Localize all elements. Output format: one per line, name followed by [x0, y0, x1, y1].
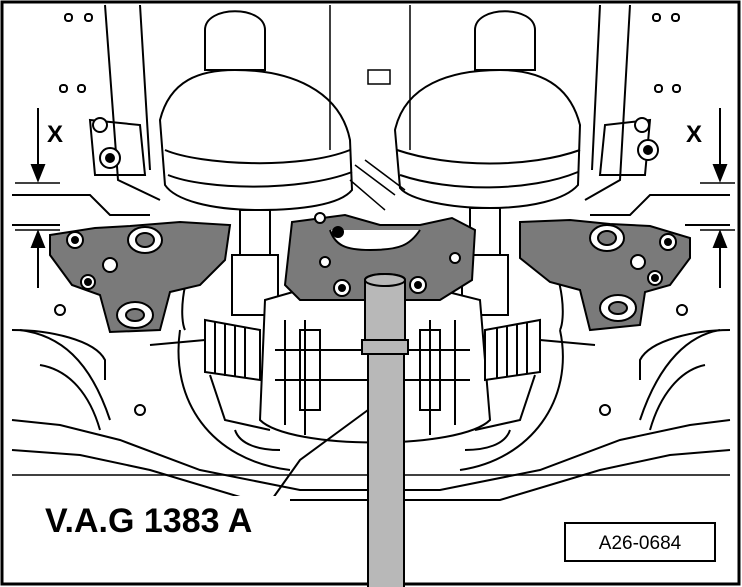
drive-shaft-bellows: [149, 318, 596, 382]
reference-box: [564, 522, 716, 562]
tool-label-backing: [40, 496, 290, 538]
left-mount-bracket: [49, 220, 232, 334]
left-x-dimension: [15, 108, 60, 288]
left-x-label: X: [47, 121, 63, 148]
right-mount-bracket: [519, 218, 691, 332]
center-gearbox-mount: [283, 212, 477, 301]
right-x-dimension: [700, 108, 735, 288]
tool-label: V.A.G 1383 A: [45, 502, 252, 540]
jack-tool-column: [361, 273, 409, 587]
chassis-structure: [11, 4, 731, 501]
upper-bolts: [99, 139, 659, 169]
exhaust-silencer-left: [158, 10, 354, 316]
reference-code: A26-0684: [599, 533, 682, 554]
right-x-label: X: [686, 121, 702, 148]
lower-arms: [11, 329, 731, 451]
tool-leader-line: [267, 409, 369, 506]
body-holes: [54, 13, 688, 416]
tunnel-detail: [329, 5, 411, 211]
